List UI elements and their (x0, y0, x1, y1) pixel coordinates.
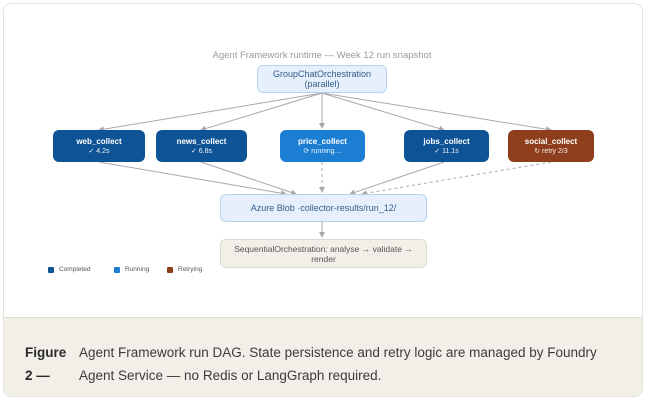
agent-node-price-collect[interactable]: price_collect ⟳ running… (280, 130, 365, 162)
caption-text: Agent Framework run DAG. State persisten… (79, 345, 597, 383)
agent-name: price_collect (298, 136, 347, 146)
legend-swatch (167, 266, 173, 273)
agent-status: ↻ retry 2/3 (534, 147, 568, 155)
agent-status: ✓ 4.2s (88, 147, 110, 155)
agent-name: web_collect (76, 136, 122, 146)
figure-card: Agent Framework runtime — Week 12 run sn… (3, 3, 643, 397)
edge-social-blob (361, 161, 552, 197)
orchestrator-label: GroupChatOrchestration (parallel) (272, 69, 372, 89)
agent-name: news_collect (176, 136, 227, 146)
sequential-label: SequentialOrchestration: analyse → valid… (234, 243, 413, 264)
orchestrator-to-agent-edges (98, 92, 552, 133)
edge-orch-news (200, 92, 323, 132)
legend-running: Running (114, 266, 149, 273)
caption-label: Figure 2 — (25, 345, 67, 383)
legend-swatch (48, 266, 54, 273)
run-dag-diagram: Agent Framework runtime — Week 12 run sn… (4, 4, 642, 317)
dag-edges (98, 92, 552, 238)
agent-to-blob-edges (98, 161, 552, 197)
group-chat-orchestrator-node[interactable]: GroupChatOrchestration (parallel) (257, 65, 387, 93)
blob-label: Azure Blob ·collector-results/run_12/ (250, 203, 397, 213)
agent-node-jobs-collect[interactable]: jobs_collect ✓ 11.1s (404, 130, 489, 162)
agent-node-news-collect[interactable]: news_collect ✓ 6.8s (156, 130, 247, 162)
legend-swatch (114, 266, 120, 273)
sequential-orchestration-node[interactable]: SequentialOrchestration: analyse → valid… (220, 239, 427, 268)
edge-news-blob (200, 161, 297, 196)
edge-web-blob (98, 161, 287, 197)
edge-jobs-blob (349, 161, 445, 196)
agent-node-web-collect[interactable]: web_collect ✓ 4.2s (53, 130, 145, 162)
agent-name: social_collect (524, 136, 578, 146)
agent-status: ✓ 6.8s (190, 147, 213, 155)
legend-retrying: Retrying (167, 266, 202, 273)
diagram-title: Agent Framework runtime — Week 12 run sn… (212, 49, 432, 61)
legend-completed: Completed (48, 266, 90, 273)
edge-orch-jobs (321, 92, 445, 132)
agent-node-social-collect[interactable]: social_collect ↻ retry 2/3 (508, 130, 594, 162)
figure-caption: Figure 2 — Agent Framework run DAG. Stat… (4, 317, 642, 396)
agent-status: ⟳ running… (303, 147, 342, 155)
edge-orch-social (321, 92, 552, 133)
legend-label: Retrying (178, 266, 203, 273)
legend-label: Running (125, 266, 150, 273)
azure-blob-node[interactable]: Azure Blob ·collector-results/run_12/ (220, 194, 427, 222)
agent-name: jobs_collect (423, 136, 470, 146)
legend-label: Completed (59, 266, 91, 273)
edge-orch-web (98, 92, 323, 133)
agent-status: ✓ 11.1s (434, 147, 459, 155)
